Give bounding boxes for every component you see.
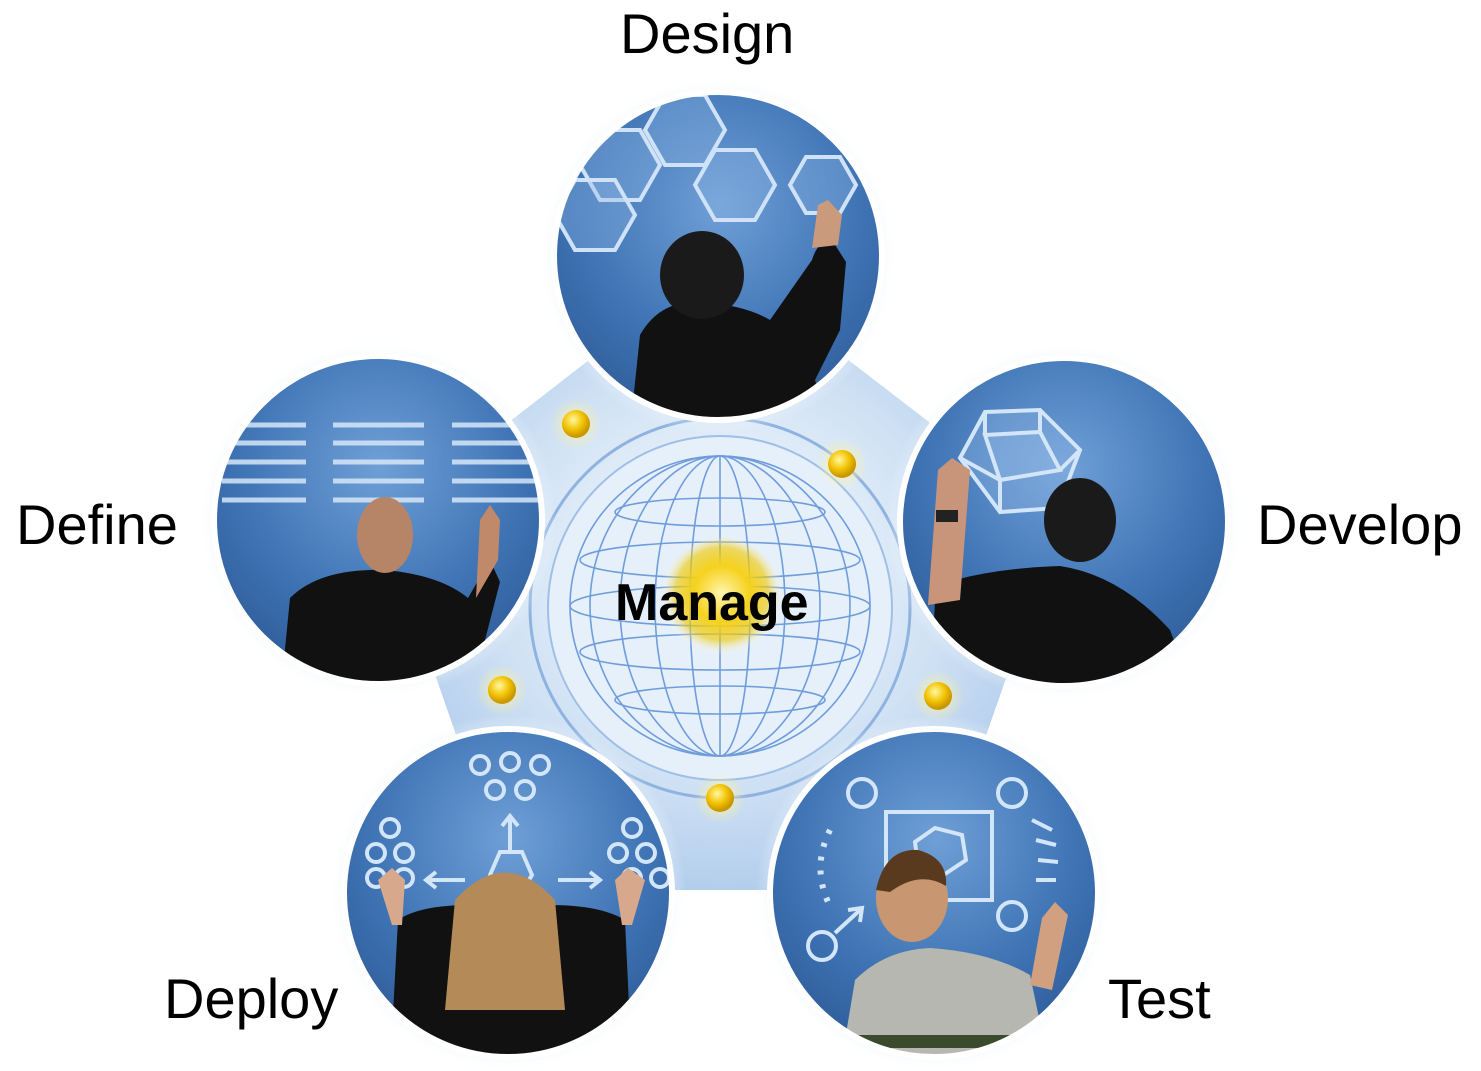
- person-silhouette: [378, 868, 645, 1056]
- stage-label-define: Define: [16, 493, 178, 556]
- 3d-cube-icon: [957, 407, 1083, 515]
- connector-dot: [488, 676, 516, 704]
- globe-icon: [569, 455, 871, 757]
- connector-dot: [706, 784, 734, 812]
- person-silhouette: [630, 200, 846, 419]
- connector-dot: [562, 410, 590, 438]
- connector-dot: [924, 682, 952, 710]
- stage-develop[interactable]: [886, 342, 1246, 710]
- stage-label-design: Design: [620, 2, 795, 65]
- stage-label-deploy: Deploy: [164, 967, 339, 1030]
- stage-label-develop: Develop: [1257, 493, 1463, 556]
- connector-dot: [828, 450, 856, 478]
- center-label-manage: Manage: [615, 574, 809, 632]
- person-silhouette: [280, 497, 500, 683]
- person-silhouette: [840, 849, 1068, 1056]
- connector-dots: [476, 398, 964, 824]
- stage-design[interactable]: [540, 78, 900, 440]
- sun-glow: [660, 538, 784, 662]
- stage-test[interactable]: [756, 713, 1116, 1071]
- stage-label-test: Test: [1108, 967, 1211, 1030]
- stage-deploy[interactable]: [330, 713, 690, 1071]
- stage-define[interactable]: [200, 340, 560, 700]
